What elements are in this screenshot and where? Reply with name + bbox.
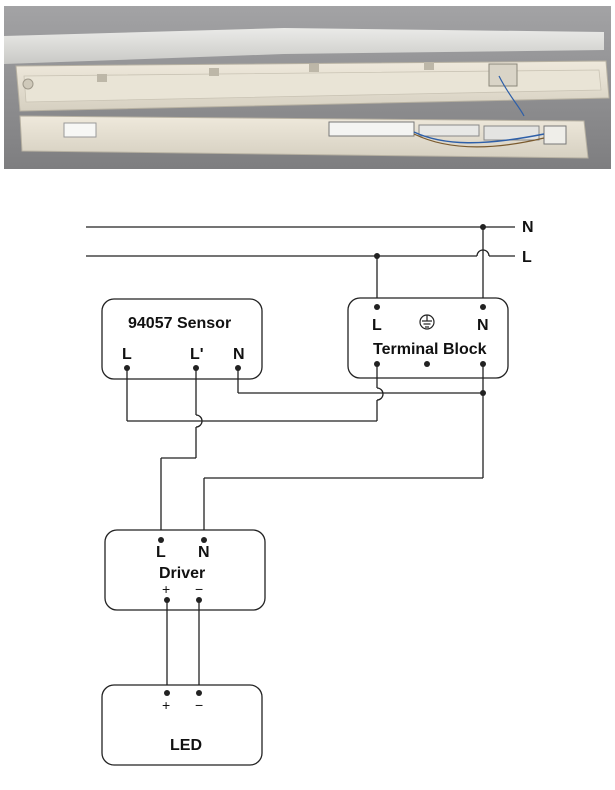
diffuser-cover	[4, 28, 604, 64]
tb-ground-dot	[424, 361, 430, 367]
tb-terminal-l: L	[372, 317, 382, 334]
tb-l-wire-hop	[376, 387, 384, 401]
ground-icon	[419, 314, 435, 330]
led-minus-dot	[196, 690, 202, 696]
fixture-photo	[4, 6, 611, 169]
led-plus: +	[162, 697, 170, 713]
sensor-terminal-n: N	[233, 346, 245, 363]
led-plus-dot	[164, 690, 170, 696]
driver-photo	[328, 121, 415, 137]
wiring-diagram: N L 94057 Sensor L L' N L N Terminal Blo…	[86, 219, 534, 766]
driver-terminal-n: N	[198, 544, 210, 561]
live-line-label: L	[522, 249, 532, 266]
driver-n-dot	[201, 537, 207, 543]
terminal-block-title: Terminal Block	[373, 341, 487, 358]
tb-terminal-n: N	[477, 317, 489, 334]
led-title: LED	[170, 737, 202, 754]
driver-l-dot	[158, 537, 164, 543]
driver-plus: +	[162, 581, 170, 597]
driver-minus: −	[195, 581, 203, 597]
terminal-block-photo	[488, 63, 518, 87]
sensor-box	[101, 298, 263, 380]
live-junction-dot	[374, 253, 380, 259]
terminal-block-box	[347, 297, 509, 379]
driver-title: Driver	[159, 565, 205, 582]
led-box	[101, 684, 263, 766]
tb-l-top-dot	[374, 304, 380, 310]
sensor-terminal-lprime: L'	[190, 346, 204, 363]
driver-box	[104, 529, 266, 611]
led-minus: −	[195, 697, 203, 713]
driver-terminal-l: L	[156, 544, 166, 561]
sensor-lprime-hop	[195, 414, 203, 428]
neutral-line-label: N	[522, 219, 534, 236]
tb-n-top-dot	[480, 304, 486, 310]
sensor-terminal-l: L	[122, 346, 132, 363]
neutral-junction-dot	[480, 224, 486, 230]
sensor-title: 94057 Sensor	[128, 315, 231, 332]
